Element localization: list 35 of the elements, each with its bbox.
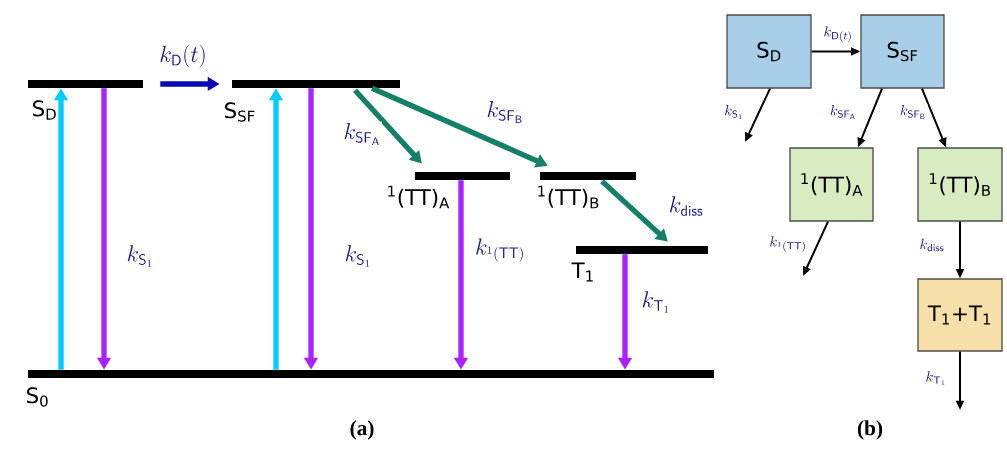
state-box: $^{1}$(TT)$_{A}$ (789, 147, 874, 222)
rate-label: $k_{\mathsf{S}_1}$ (345, 245, 370, 267)
rate-label: $k_{\mathsf{S}_1}$ (127, 245, 152, 267)
rate-label: $k_{\mathsf{D}}(t)$ (160, 44, 205, 68)
rate-label: $k_{^1\mathsf{(TT)}}$ (476, 238, 523, 262)
energy-level: S$_{D}$ (28, 80, 143, 120)
rate-label: $k_{\mathsf{D}(t)}$ (824, 26, 851, 42)
state-box: T$_{1}$+T$_{1}$ (917, 278, 1003, 352)
rate-label: $k_{\mathsf{T}_1}$ (642, 291, 669, 313)
rate-label: $k_{\mathsf{SF}_\mathsf{A}}$ (344, 123, 379, 145)
rate-label: $k_{^1\mathsf{(TT)}}$ (770, 236, 805, 252)
state-box: S$_{D}$ (726, 14, 812, 89)
rate-label: $k_{\mathsf{SF}_\mathsf{A}}$ (830, 105, 855, 119)
rate-label: $k_{\mathsf{SF}_\mathsf{B}}$ (487, 101, 522, 123)
energy-level: S$_{0}$ (27, 370, 714, 407)
node-label: S$_{0}$ (27, 387, 48, 407)
panel-label: (a) (350, 420, 374, 440)
rate-label: $k_{\mathsf{T}_1}$ (926, 371, 945, 385)
arrow (600, 179, 668, 242)
energy-level: T$_{1}$ (571, 246, 708, 282)
energy-level: $^{1}$(TT)$_{A}$ (388, 172, 510, 209)
node-label: S$_{D}$ (33, 100, 56, 120)
rate-label: $k_{\mathsf{S}_1}$ (725, 105, 742, 119)
state-box: S$_{SF}$ (860, 14, 945, 89)
node-label: $^{1}$(TT)$_{A}$ (388, 185, 450, 209)
state-box: $^{1}$(TT)$_{B}$ (917, 147, 1003, 222)
rate-label: $k_{\mathsf{diss}}$ (920, 238, 944, 252)
node-label: S$_{SF}$ (225, 102, 255, 122)
rate-label: $k_{\mathsf{SF}_\mathsf{B}}$ (900, 105, 925, 119)
node-label: T$_{1}$ (571, 262, 593, 282)
energy-level: $^{1}$(TT)$_{B}$ (538, 172, 636, 209)
node-label: $^{1}$(TT)$_{B}$ (538, 185, 599, 209)
energy-level: S$_{SF}$ (225, 80, 400, 122)
rate-label: $k_{\mathsf{diss}}$ (670, 196, 703, 216)
panel-label: (b) (857, 420, 883, 440)
